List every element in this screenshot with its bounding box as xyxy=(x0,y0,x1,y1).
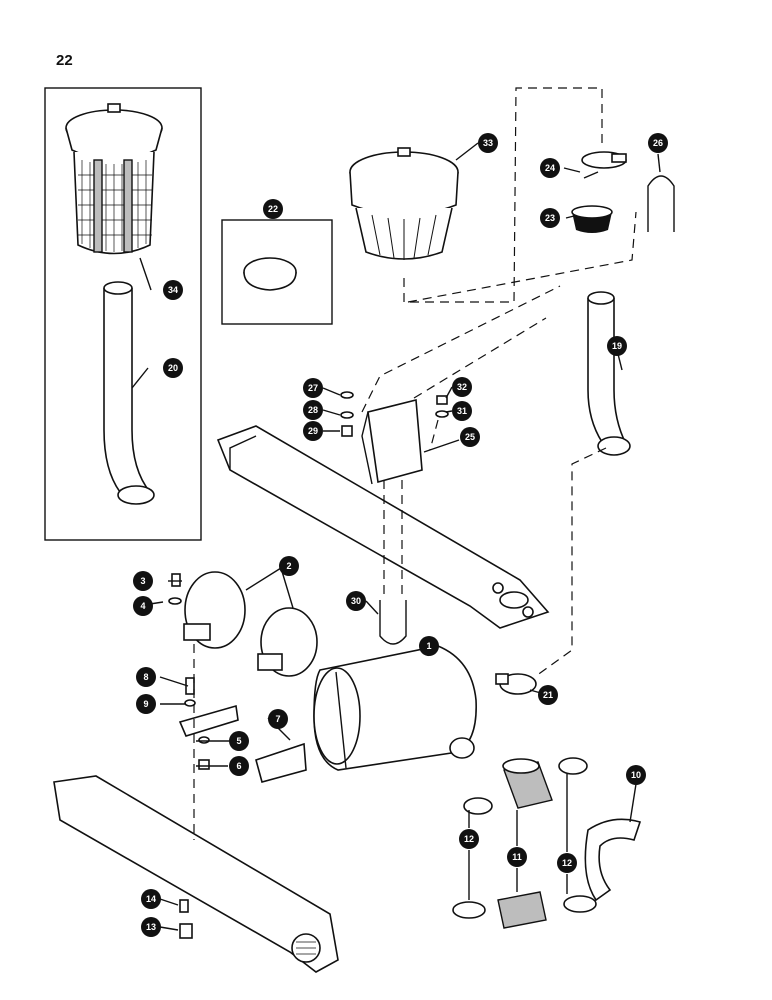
callout-label: 28 xyxy=(308,405,318,415)
precleaner-33 xyxy=(349,147,459,260)
callout-label: 4 xyxy=(140,601,145,611)
air-cleaner-body xyxy=(313,645,477,771)
hose-clamp-21 xyxy=(495,673,537,695)
callout-label: 24 xyxy=(545,163,555,173)
callout-31: 31 xyxy=(452,401,472,421)
u-bolt-30 xyxy=(379,600,407,645)
callout-29: 29 xyxy=(303,421,323,441)
cap-box xyxy=(221,219,333,325)
hardware-27-32 xyxy=(340,391,449,437)
inset-box xyxy=(44,87,202,541)
callout-1: 1 xyxy=(419,636,439,656)
callout-label: 23 xyxy=(545,213,555,223)
callout-label: 12 xyxy=(464,834,474,844)
callout-label: 34 xyxy=(168,285,178,295)
callout-label: 12 xyxy=(562,858,572,868)
callout-14: 14 xyxy=(141,889,161,909)
callout-label: 5 xyxy=(236,736,241,746)
callout-23: 23 xyxy=(540,208,560,228)
hose-clamps-12 xyxy=(452,757,597,919)
elbow-hose-10 xyxy=(584,818,642,902)
callout-32: 32 xyxy=(452,377,472,397)
callout-21: 21 xyxy=(538,685,558,705)
hose-11 xyxy=(497,758,553,929)
callout-label: 7 xyxy=(275,714,280,724)
callout-7: 7 xyxy=(268,709,288,729)
callout-6: 6 xyxy=(229,756,249,776)
callout-label: 21 xyxy=(543,690,553,700)
callout-9: 9 xyxy=(136,694,156,714)
callout-label: 31 xyxy=(457,406,467,416)
callout-24: 24 xyxy=(540,158,560,178)
callout-label: 29 xyxy=(308,426,318,436)
callout-label: 8 xyxy=(143,672,148,682)
callout-26: 26 xyxy=(648,133,668,153)
callout-25: 25 xyxy=(460,427,480,447)
callout-label: 3 xyxy=(140,576,145,586)
callout-28: 28 xyxy=(303,400,323,420)
clamp-24 xyxy=(581,151,627,179)
inlet-pipe-19 xyxy=(587,291,631,456)
callout-12-left: 12 xyxy=(459,829,479,849)
callout-label: 9 xyxy=(143,699,148,709)
callout-label: 33 xyxy=(483,138,493,148)
callout-5: 5 xyxy=(229,731,249,751)
exhaust-manifold xyxy=(53,775,339,973)
callout-label: 19 xyxy=(612,341,622,351)
bolt-3-washer-4 xyxy=(168,573,182,605)
callout-label: 26 xyxy=(653,138,663,148)
callout-11: 11 xyxy=(507,847,527,867)
nuts-5-6 xyxy=(198,736,210,770)
precleaner-screen-assembly xyxy=(65,103,163,255)
callout-10: 10 xyxy=(626,765,646,785)
callout-label: 30 xyxy=(351,596,361,606)
callout-label: 32 xyxy=(457,382,467,392)
bracket-25 xyxy=(361,398,423,485)
callout-label: 14 xyxy=(146,894,156,904)
callout-30: 30 xyxy=(346,591,366,611)
callout-34: 34 xyxy=(163,280,183,300)
intake-manifold xyxy=(216,425,550,629)
leader-lines xyxy=(131,142,661,931)
mounting-band-2 xyxy=(183,571,318,677)
sleeve-23 xyxy=(571,205,613,233)
callout-13: 13 xyxy=(141,917,161,937)
callout-label: 25 xyxy=(465,432,475,442)
callout-4: 4 xyxy=(133,596,153,616)
callout-20: 20 xyxy=(163,358,183,378)
callout-12-right: 12 xyxy=(557,853,577,873)
connection-lines xyxy=(193,87,637,840)
callout-8: 8 xyxy=(136,667,156,687)
callout-label: 20 xyxy=(168,363,178,373)
page-number: 22 xyxy=(56,52,73,69)
callout-label: 6 xyxy=(236,761,241,771)
callout-label: 13 xyxy=(146,922,156,932)
inlet-pipe-inset xyxy=(103,281,155,505)
callout-3: 3 xyxy=(133,571,153,591)
callout-label: 1 xyxy=(426,641,431,651)
callout-33: 33 xyxy=(478,133,498,153)
callout-label: 22 xyxy=(268,204,278,214)
callout-22: 22 xyxy=(263,199,283,219)
callout-19: 19 xyxy=(607,336,627,356)
callout-label: 2 xyxy=(286,561,291,571)
callout-label: 10 xyxy=(631,770,641,780)
u-bolt-26 xyxy=(647,175,675,232)
callout-27: 27 xyxy=(303,378,323,398)
support-brackets-7 xyxy=(178,704,307,783)
callout-2: 2 xyxy=(279,556,299,576)
bolt-8-washer-9 xyxy=(184,677,196,707)
callout-label: 27 xyxy=(308,383,318,393)
callout-label: 11 xyxy=(512,852,522,862)
